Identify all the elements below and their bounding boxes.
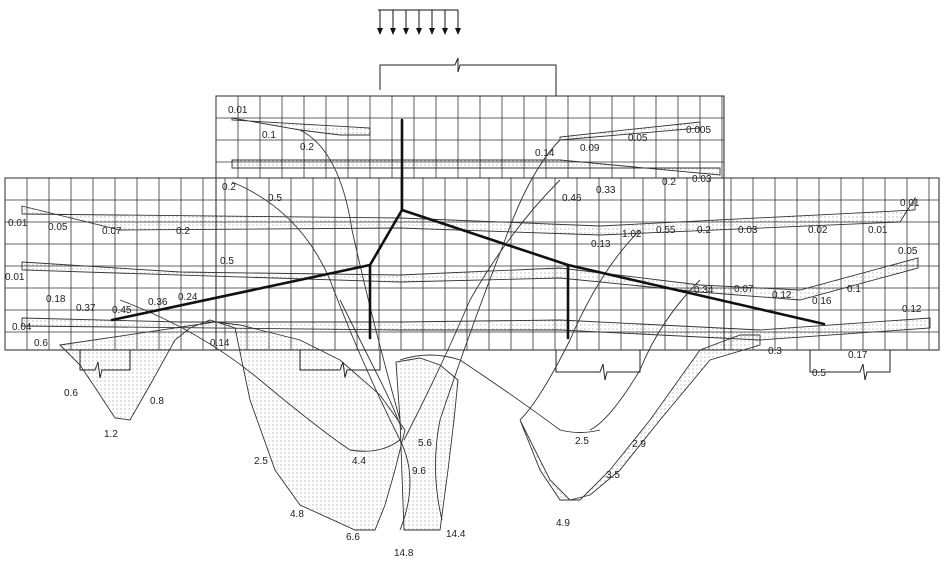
label-r4-c: 0.18 [46, 294, 66, 305]
label-r4-m: 0.05 [898, 246, 918, 257]
label-r4-h: 0.34 [694, 285, 714, 296]
label-low-f: 5.6 [418, 438, 432, 449]
label-r3-c: 0.07 [102, 226, 122, 237]
label-r5-a: 0.04 [12, 322, 32, 333]
label-r2-f: 0.03 [692, 174, 712, 185]
label-r3-l: 0.01 [900, 198, 920, 209]
label-low-h: 2.5 [575, 436, 589, 447]
label-r4-g: 0.24 [178, 292, 198, 303]
lower-stress-regions [59, 319, 761, 531]
label-top-g: 0.005 [686, 125, 711, 136]
label-low-j: 3.5 [606, 470, 620, 481]
grid-lines [4, 95, 939, 350]
label-low-n: 14.4 [446, 529, 466, 540]
label-r4-k: 0.16 [812, 296, 832, 307]
stress-bands [21, 117, 931, 341]
load-arrow-head [403, 28, 409, 35]
label-top-d: 0.14 [535, 148, 555, 159]
stress-curves [119, 129, 701, 531]
value-labels: 0.01 0.1 0.2 0.14 0.09 0.05 0.005 0.2 0.… [5, 105, 922, 559]
label-r4-f: 0.36 [148, 297, 168, 308]
label-low-k: 4.8 [290, 509, 304, 520]
load-arrows [377, 9, 461, 35]
label-r3-k: 0.01 [868, 225, 888, 236]
label-top-e: 0.09 [580, 143, 600, 154]
label-r5-d: 0.12 [902, 304, 922, 315]
label-r2-b: 0.5 [268, 193, 282, 204]
label-r4-a: 0.5 [220, 256, 234, 267]
label-r5-f: 0.17 [848, 350, 868, 361]
load-arrow-head [429, 28, 435, 35]
label-r4-j: 0.12 [772, 290, 792, 301]
label-low-c: 1.2 [104, 429, 118, 440]
label-r3-g: 0.55 [656, 225, 676, 236]
label-r5-c: 0.14 [210, 338, 230, 349]
label-r3-j: 0.02 [808, 225, 828, 236]
label-low-i: 2.9 [632, 439, 646, 450]
label-r3-a: 0.01 [8, 218, 28, 229]
label-r5-b: 0.6 [34, 338, 48, 349]
label-top-c: 0.2 [300, 142, 314, 153]
label-top-b: 0.1 [262, 130, 276, 141]
label-r3-h: 0.2 [697, 225, 711, 236]
load-arrow-head [377, 28, 383, 35]
label-r3-f: 1.02 [622, 229, 642, 240]
label-low-b: 0.8 [150, 396, 164, 407]
label-r3-b: 0.05 [48, 222, 68, 233]
load-arrow-head [390, 28, 396, 35]
label-top-f: 0.05 [628, 133, 648, 144]
label-r4-b: 0.01 [5, 272, 25, 283]
label-low-l: 6.6 [346, 532, 360, 543]
label-r4-l: 0.1 [847, 284, 861, 295]
label-low-a: 0.6 [64, 388, 78, 399]
label-r2-c: 0.46 [562, 193, 582, 204]
label-low-e: 4.4 [352, 456, 366, 467]
label-r5-e: 0.3 [768, 346, 782, 357]
label-r2-a: 0.2 [222, 182, 236, 193]
label-r3-d: 0.2 [176, 226, 190, 237]
label-r5-g: 0.5 [812, 368, 826, 379]
label-low-g: 9.6 [412, 466, 426, 477]
label-low-o: 4.9 [556, 518, 570, 529]
load-arrow-head [442, 28, 448, 35]
label-low-d: 2.5 [254, 456, 268, 467]
label-r3-e: 0.13 [591, 239, 611, 250]
label-r4-i: 0.07 [734, 284, 754, 295]
label-top-a: 0.01 [228, 105, 248, 116]
label-r2-e: 0.2 [662, 177, 676, 188]
label-r2-d: 0.33 [596, 185, 616, 196]
principal-stress-trajectories [110, 118, 826, 340]
label-r3-i: 0.03 [738, 225, 758, 236]
label-r4-d: 0.37 [76, 303, 96, 314]
label-low-m: 14.8 [394, 548, 414, 559]
label-r4-e: 0.45 [112, 305, 132, 316]
load-arrow-head [416, 28, 422, 35]
load-arrow-head [455, 28, 461, 35]
